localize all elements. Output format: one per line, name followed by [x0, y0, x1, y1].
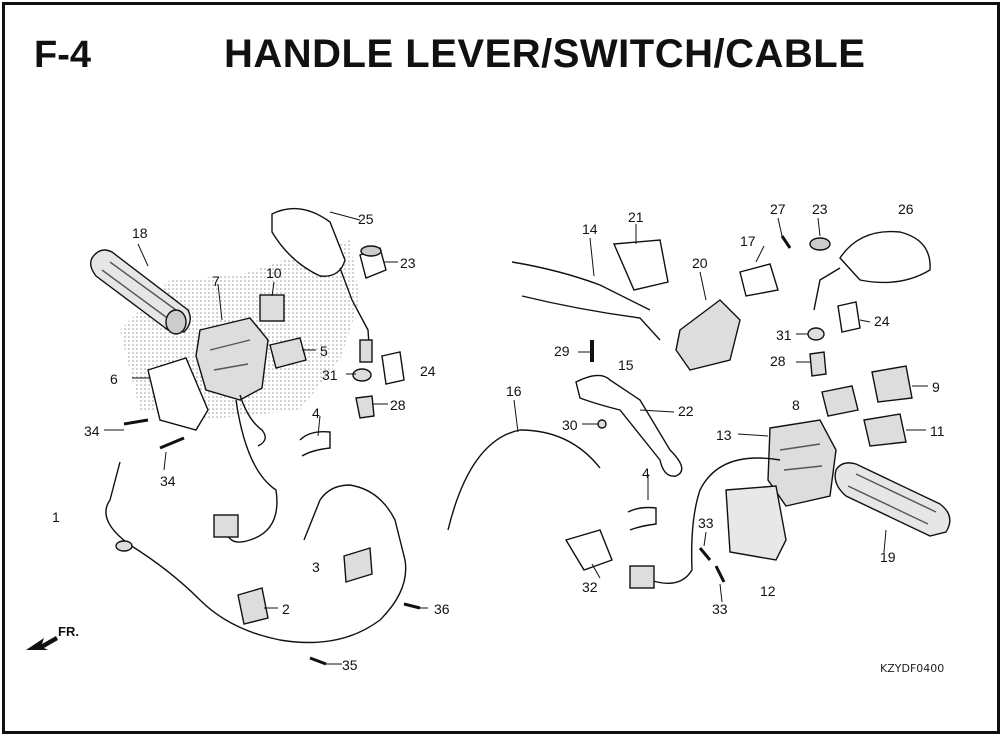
left-clamp [299, 430, 331, 457]
callout-labels: 1 2 3 4 4 5 6 7 8 9 10 11 12 13 14 15 16… [52, 201, 945, 673]
callout: 34 [84, 423, 100, 439]
bracket-32 [564, 529, 613, 571]
pivot-nut [597, 419, 607, 429]
callout: 6 [110, 371, 118, 387]
callout: 21 [628, 209, 644, 225]
callout: 16 [506, 383, 522, 399]
callout: 4 [312, 405, 320, 421]
front-direction-arrow-icon: FR. [26, 624, 79, 650]
callout: 17 [740, 233, 756, 249]
callout: 24 [874, 313, 890, 329]
cable-clamp [237, 587, 269, 625]
screw-33a [698, 547, 712, 561]
callout: 28 [390, 397, 406, 413]
callout: 2 [282, 601, 290, 617]
callout: 33 [712, 601, 728, 617]
section-number: F-4 [34, 34, 91, 76]
callout: 13 [716, 427, 732, 443]
left-mirror [271, 207, 373, 363]
throttle-cable [105, 461, 407, 644]
callout: 10 [266, 265, 282, 281]
right-lower-housing [725, 485, 787, 561]
right-wire-upper [511, 261, 651, 311]
callout: 3 [312, 559, 320, 575]
callout: 26 [898, 201, 914, 217]
right-switch-housing [767, 419, 837, 507]
switch-8 [821, 385, 859, 417]
screw-33b [714, 565, 726, 583]
callout: 27 [770, 201, 786, 217]
callout: 20 [692, 255, 708, 271]
callout: 36 [434, 601, 450, 617]
callout: 14 [582, 221, 598, 237]
cable-holder [343, 547, 373, 583]
callout: 33 [698, 515, 714, 531]
callout: 15 [618, 357, 634, 373]
callout: 1 [52, 509, 60, 525]
brake-cable [447, 429, 601, 531]
callout: 34 [160, 473, 176, 489]
right-clamp [627, 506, 657, 531]
callout: 7 [212, 273, 220, 289]
callout: 4 [642, 465, 650, 481]
left-screw-34a [123, 418, 149, 426]
callout: 12 [760, 583, 776, 599]
right-screw [809, 351, 827, 377]
callout: 24 [420, 363, 436, 379]
callout: 11 [930, 423, 945, 439]
callout: 29 [554, 343, 570, 359]
switch-11 [863, 413, 907, 447]
left-connector [213, 514, 239, 538]
switch-9 [871, 365, 913, 403]
right-weight [837, 301, 861, 333]
page-title: HANDLE LEVER/SWITCH/CABLE [224, 32, 866, 76]
bolt-27 [780, 235, 792, 249]
left-nut [352, 368, 372, 382]
callout: 23 [812, 201, 828, 217]
right-grip [834, 462, 951, 537]
callout: 31 [776, 327, 792, 343]
switch-knob [259, 294, 285, 322]
left-mirror-cap [359, 245, 387, 279]
front-direction-label: FR. [58, 624, 79, 639]
left-screw [355, 395, 375, 419]
right-wire-lower [521, 295, 661, 341]
left-switch [269, 337, 307, 369]
callout: 22 [678, 403, 694, 419]
lever-bracket [675, 299, 741, 371]
callout: 5 [320, 343, 328, 359]
callout: 35 [342, 657, 358, 673]
callout: 8 [792, 397, 800, 413]
callout: 23 [400, 255, 416, 271]
left-lower-housing [147, 357, 209, 431]
callout: 30 [562, 417, 578, 433]
callout: 19 [880, 549, 896, 565]
left-switch-housing [195, 317, 269, 447]
lever-boot [612, 239, 669, 291]
right-nut [807, 327, 825, 341]
left-harness-wire [225, 399, 278, 543]
right-harness-wire [649, 457, 781, 584]
bracket-holder [739, 263, 779, 297]
callout: 18 [132, 225, 148, 241]
brake-lever [575, 374, 683, 477]
right-mirror [813, 230, 931, 311]
screw-35 [309, 656, 327, 666]
drawing-code: KZYDF0400 [880, 662, 945, 675]
left-grip [89, 249, 191, 335]
callout: 28 [770, 353, 786, 369]
callout: 9 [932, 379, 940, 395]
callout: 25 [358, 211, 374, 227]
right-mirror-cap [809, 237, 831, 251]
right-connector [629, 565, 655, 589]
callout: 32 [582, 579, 598, 595]
left-weight [381, 351, 405, 385]
screw-36 [403, 602, 421, 610]
left-screw-34b [159, 436, 185, 450]
callout: 31 [322, 367, 338, 383]
